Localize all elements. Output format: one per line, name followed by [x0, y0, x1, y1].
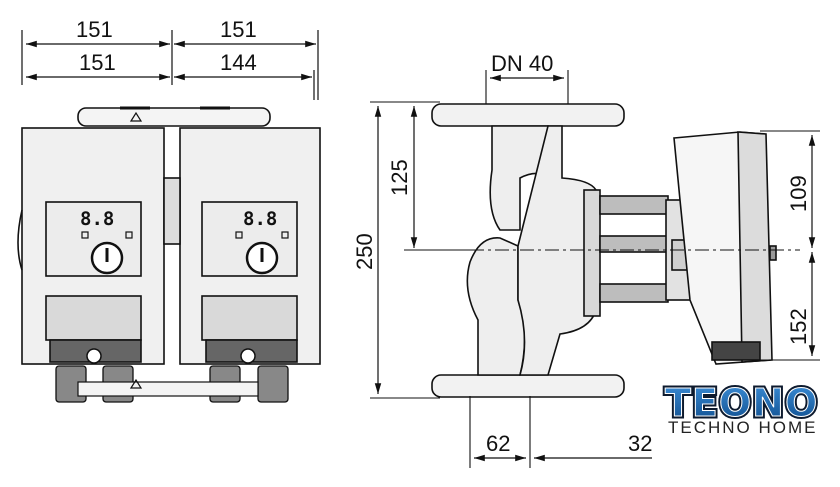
control-module-right: 8.8	[201, 201, 298, 403]
logo-tagline: TECHNO HOME	[668, 418, 818, 437]
side-top-flange	[431, 103, 625, 127]
side-view	[370, 70, 820, 468]
dim-bottom-right: 32	[628, 431, 652, 456]
dim-flange: DN 40	[491, 51, 553, 76]
dim-height-upper: 125	[387, 159, 412, 196]
side-bottom-flange	[431, 374, 625, 398]
control-module-left: 8.8	[45, 201, 142, 403]
dim-motor-lower: 152	[786, 308, 811, 345]
dim-top-left-upper: 151	[76, 17, 113, 42]
display-right: 8.8	[243, 208, 277, 230]
logo-name: TEONO	[665, 381, 818, 425]
dim-top-left-lower: 151	[79, 50, 116, 75]
dim-height-total: 250	[352, 233, 377, 270]
dim-bottom-left: 62	[486, 431, 510, 456]
side-view-dimension-labels: DN 40 125 250 109 152 62 32	[352, 51, 811, 456]
dim-top-right-upper: 151	[220, 17, 257, 42]
logo-name-outline: TEONO	[665, 381, 818, 425]
dimension-top	[21, 30, 319, 100]
dim-top-right-lower: 144	[220, 50, 257, 75]
front-view-dimension-labels: 151 151 151 144	[76, 17, 257, 75]
brand-logo: TEONO TEONO TECHNO HOME	[658, 372, 840, 487]
display-left: 8.8	[80, 208, 114, 230]
dim-motor-upper: 109	[786, 175, 811, 212]
top-flange	[77, 107, 271, 127]
bottom-flange	[77, 381, 259, 397]
front-view: 8.8 8.8	[17, 30, 321, 403]
